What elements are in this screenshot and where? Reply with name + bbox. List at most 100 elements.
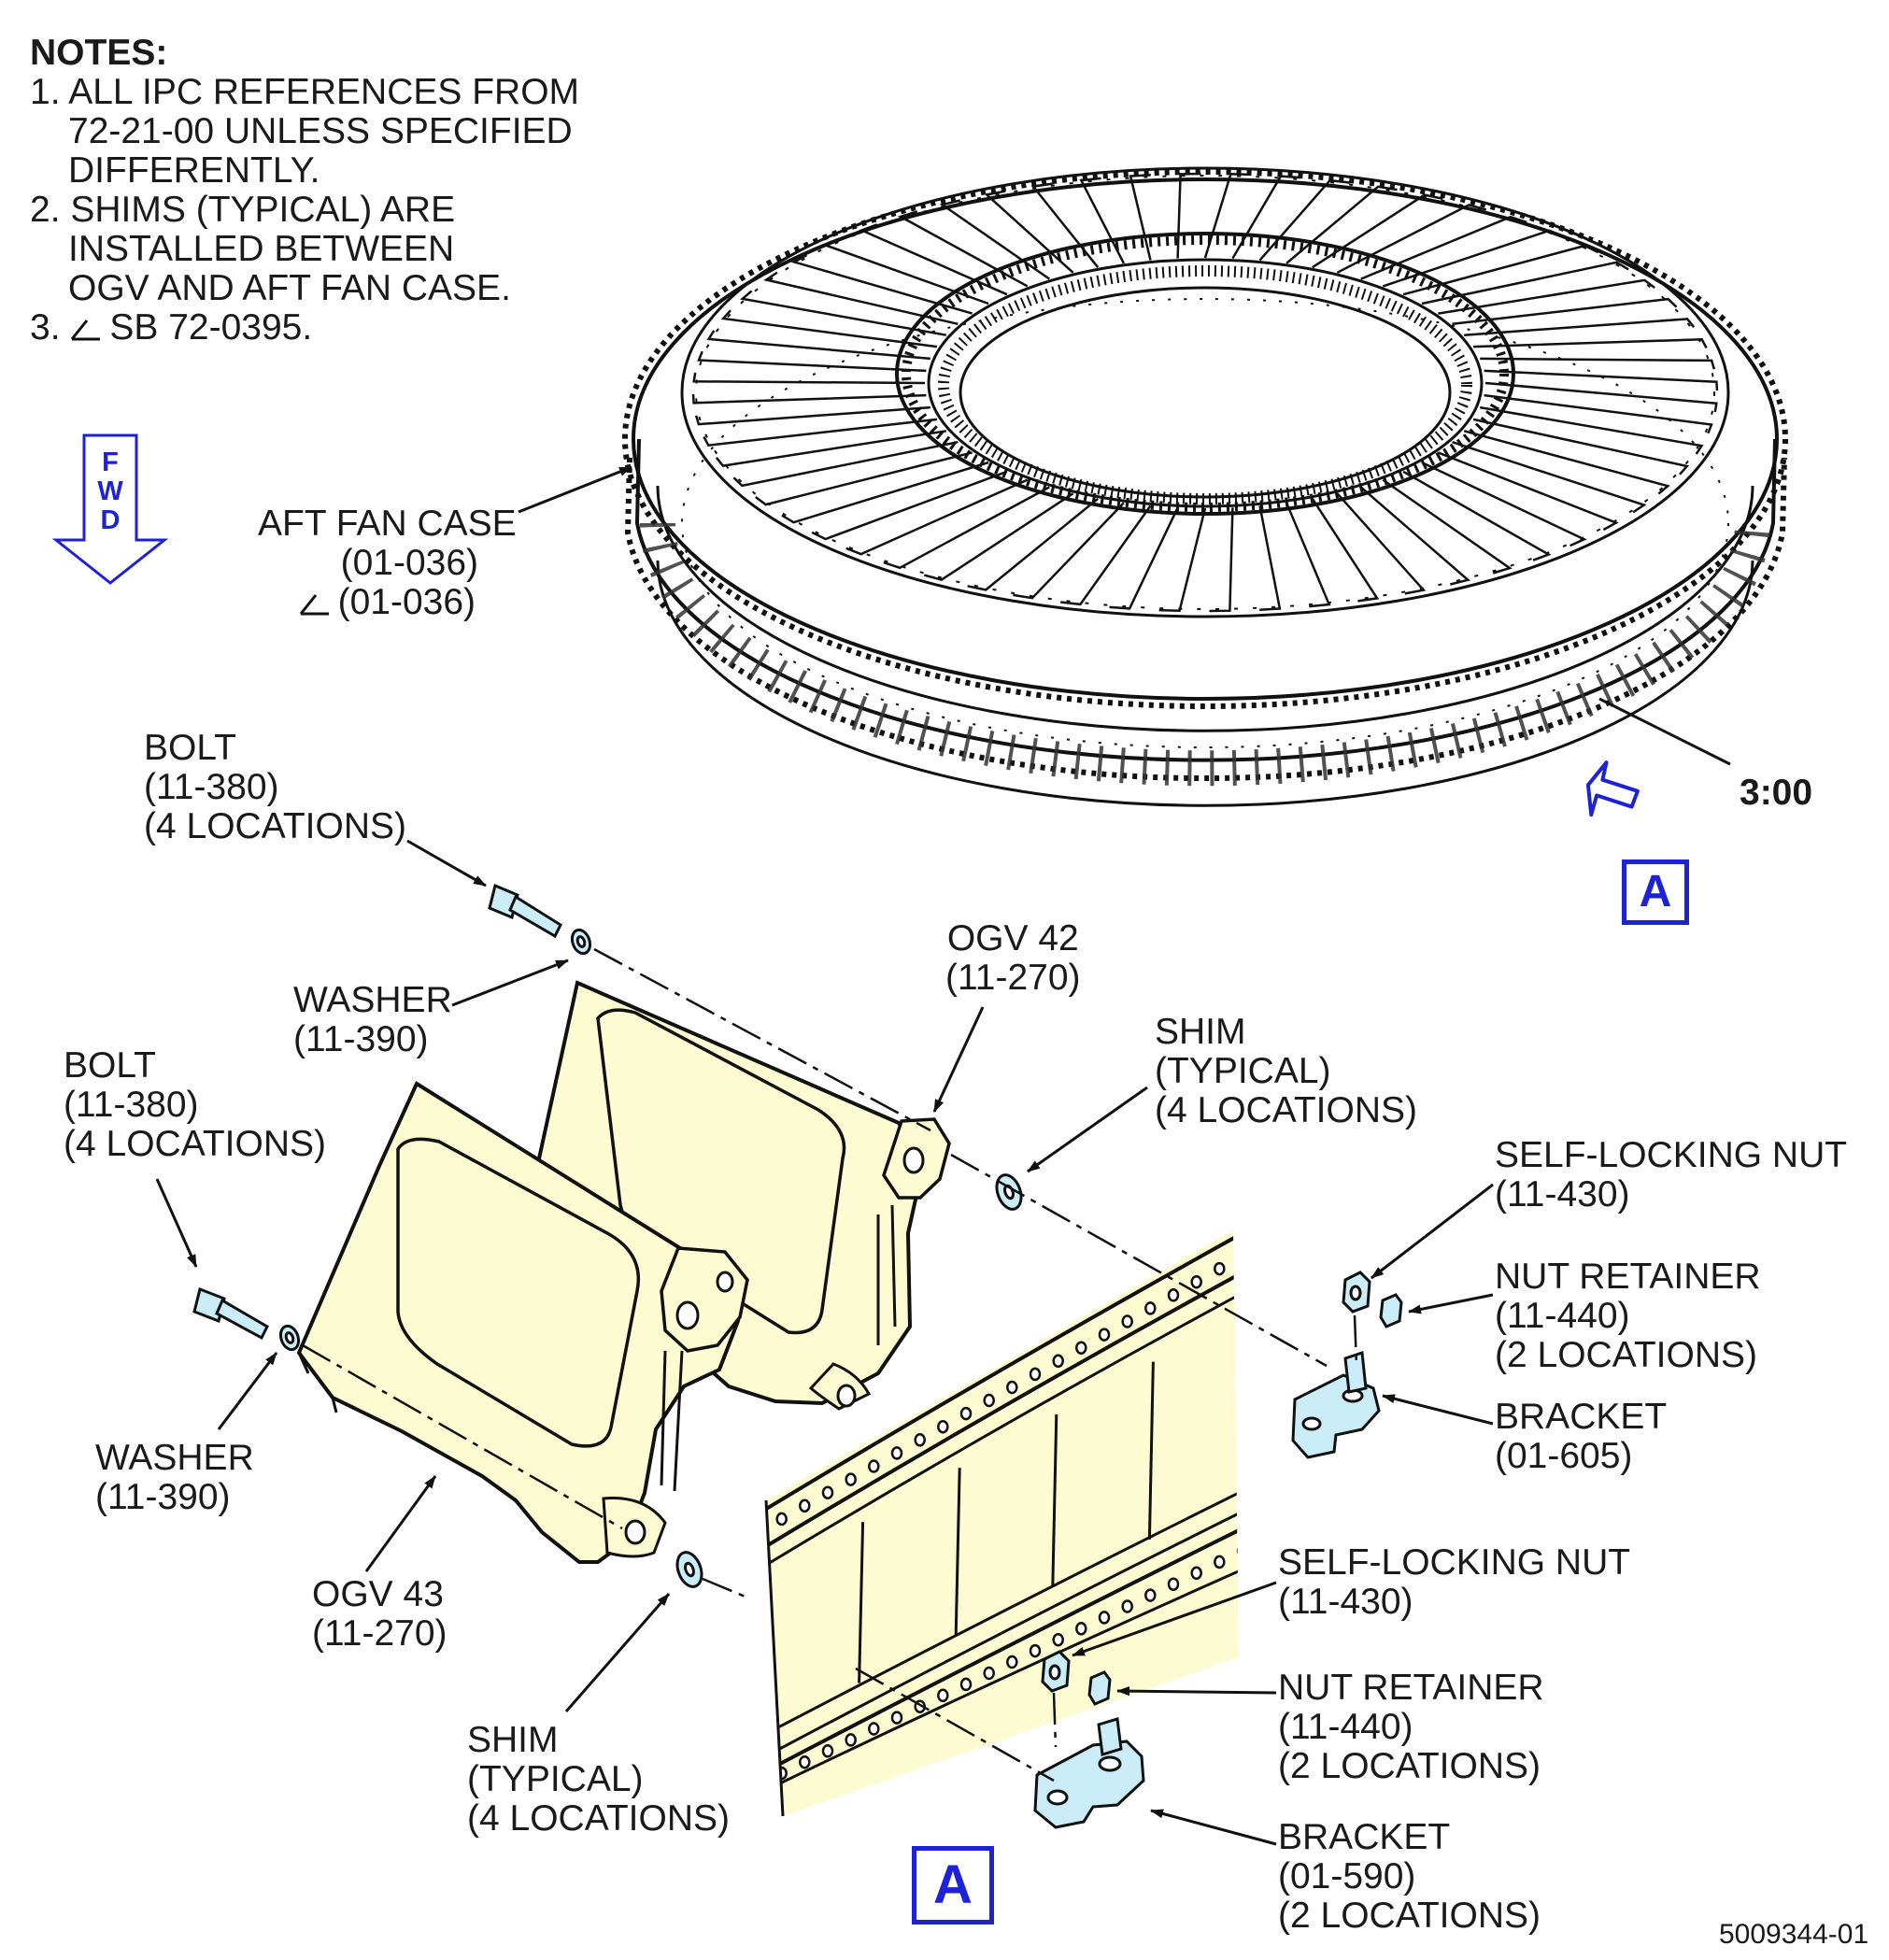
- label-aft-fan-case-sb-ref: (01-036): [337, 582, 476, 622]
- panel-cell-divider: [1147, 1361, 1155, 1540]
- panel-fastener-hole: [1098, 1611, 1111, 1625]
- label-bracket-top-ref: (01-605): [1495, 1436, 1633, 1476]
- self-locking-nut-bottom: [1041, 1650, 1071, 1693]
- ogv-vane: [1203, 173, 1252, 259]
- label-bolt-top: BOLT (11-380) (4 LOCATIONS): [144, 729, 406, 846]
- ogv-vane: [1473, 338, 1708, 349]
- notes-block: NOTES: 1. ALL IPC REFERENCES FROM 72-21-…: [30, 34, 579, 348]
- label-nut-bottom-name: SELF-LOCKING NUT: [1278, 1542, 1631, 1583]
- label-ogv-43: OGV 43 (11-270): [312, 1575, 447, 1654]
- panel-fastener-hole: [1029, 1367, 1042, 1382]
- panel-fastener-hole: [914, 1433, 926, 1447]
- panel-fastener-hole: [754, 1527, 763, 1538]
- panel-fastener-hole: [845, 1472, 857, 1486]
- panel-fastener-hole: [983, 1393, 995, 1408]
- label-bolt-left-ref: (11-380): [64, 1085, 199, 1125]
- panel-cell-divider: [1051, 1413, 1058, 1587]
- panel-fastener-hole: [821, 1744, 834, 1758]
- label-ogv-43-ref: (11-270): [312, 1613, 447, 1654]
- ogv-vane: [822, 237, 989, 305]
- ogv-42: [533, 980, 951, 1411]
- label-bolt-left-name: BOLT: [64, 1045, 156, 1086]
- ogv-vane: [1382, 478, 1513, 575]
- panel-fastener-hole: [937, 1419, 949, 1434]
- ogv-vane: [692, 372, 926, 385]
- note-1-line-2: 72-21-00 UNLESS SPECIFIED: [68, 111, 573, 151]
- panel-fastener-hole: [799, 1498, 811, 1513]
- label-bolt-top-ref: (11-380): [144, 767, 279, 807]
- label-washer-left-name: WASHER: [95, 1438, 254, 1478]
- label-shim-top-qty: (4 LOCATIONS): [1155, 1090, 1417, 1130]
- panel-fastener-hole: [959, 1406, 973, 1421]
- aft-fan-case-ring: [622, 166, 1788, 807]
- ogv-vane: [1472, 418, 1690, 476]
- ogv-vane: [763, 271, 959, 326]
- ogv-vane: [1452, 441, 1647, 514]
- note-2-line-2: INSTALLED BETWEEN: [68, 229, 455, 269]
- fwd-letter-f: F: [102, 447, 119, 477]
- ogv-vane: [1258, 505, 1282, 611]
- ogv-vane: [811, 470, 1008, 541]
- ogv-vane: [1464, 318, 1696, 336]
- panel-fastener-hole: [983, 1666, 995, 1681]
- panel-fastener-hole: [1167, 1288, 1180, 1302]
- panel-fastener-hole: [1075, 1341, 1087, 1355]
- label-bracket-bottom-ref: (01-590): [1278, 1856, 1416, 1896]
- label-aft-fan-case-ref: (01-036): [340, 543, 479, 583]
- ogv-vane: [1079, 177, 1126, 264]
- label-clock-position: 3:00: [1740, 773, 1813, 813]
- note-1-line-3: DIFFERENTLY.: [68, 150, 320, 191]
- panel-fastener-hole: [1214, 1555, 1226, 1569]
- fwd-label: F W D: [92, 448, 129, 535]
- ogv-vane: [1360, 215, 1527, 280]
- ogv-vane: [1231, 175, 1301, 260]
- label-aft-fan-case-name: AFT FAN CASE: [258, 504, 517, 544]
- panel-fastener-hole: [890, 1711, 903, 1725]
- shim-top: [995, 1173, 1023, 1211]
- fwd-letter-w: W: [97, 476, 123, 506]
- label-bracket-top-name: BRACKET: [1495, 1397, 1668, 1437]
- aft-fan-case-leader: [518, 465, 632, 514]
- ogv-vane: [703, 418, 938, 447]
- sb-triangle-icon: [71, 320, 101, 341]
- ogv-vane: [1030, 182, 1100, 268]
- label-retainer-bottom-name: NUT RETAINER: [1278, 1668, 1544, 1708]
- ogv-vane: [984, 190, 1074, 274]
- ogv-vane: [720, 309, 938, 348]
- panel-fastener-hole: [1121, 1314, 1133, 1328]
- ogv-vane: [883, 486, 1050, 570]
- panel-fastener-hole: [1190, 1566, 1202, 1581]
- figure-number: 5009344-01: [1719, 1919, 1869, 1950]
- ogv-vane: [845, 478, 1029, 556]
- ogv-vane: [790, 253, 973, 315]
- ogv-vane: [732, 440, 959, 488]
- ogv-vane: [1484, 393, 1713, 434]
- panel-fastener-hole: [1236, 1543, 1239, 1558]
- ogv-vane: [1402, 244, 1599, 296]
- panel-cell-divider: [954, 1468, 961, 1635]
- ogv-vane: [967, 497, 1099, 591]
- panel-fastener-hole: [845, 1733, 857, 1747]
- ogv-vane: [694, 405, 930, 426]
- label-retainer-top-ref: (11-440): [1495, 1296, 1630, 1336]
- panel-fastener-hole: [1029, 1643, 1042, 1658]
- note-1-line-1: 1. ALL IPC REFERENCES FROM: [30, 72, 580, 112]
- panel-cell-divider: [1246, 1310, 1250, 1493]
- ogv-vane: [1129, 174, 1152, 261]
- panel-fastener-hole: [1098, 1328, 1111, 1342]
- ogv-vane: [1311, 498, 1380, 603]
- label-retainer-top: NUT RETAINER (11-440) (2 LOCATIONS): [1495, 1257, 1761, 1375]
- label-bracket-bottom-qty: (2 LOCATIONS): [1278, 1896, 1541, 1936]
- label-ogv-42: OGV 42 (11-270): [945, 919, 1081, 998]
- ogv-vane: [781, 461, 989, 524]
- ogv-vane: [1438, 278, 1655, 315]
- ogv-vane: [1463, 430, 1670, 495]
- panel-fastener-hole: [937, 1688, 949, 1703]
- ogv-vane: [1013, 502, 1125, 600]
- panel-fastener-hole: [799, 1754, 811, 1769]
- bracket-01-590: [1033, 1717, 1145, 1829]
- ogv-vane: [1209, 507, 1234, 613]
- callout-leaders: [155, 839, 1494, 1846]
- panel-cell-divider: [858, 1522, 865, 1683]
